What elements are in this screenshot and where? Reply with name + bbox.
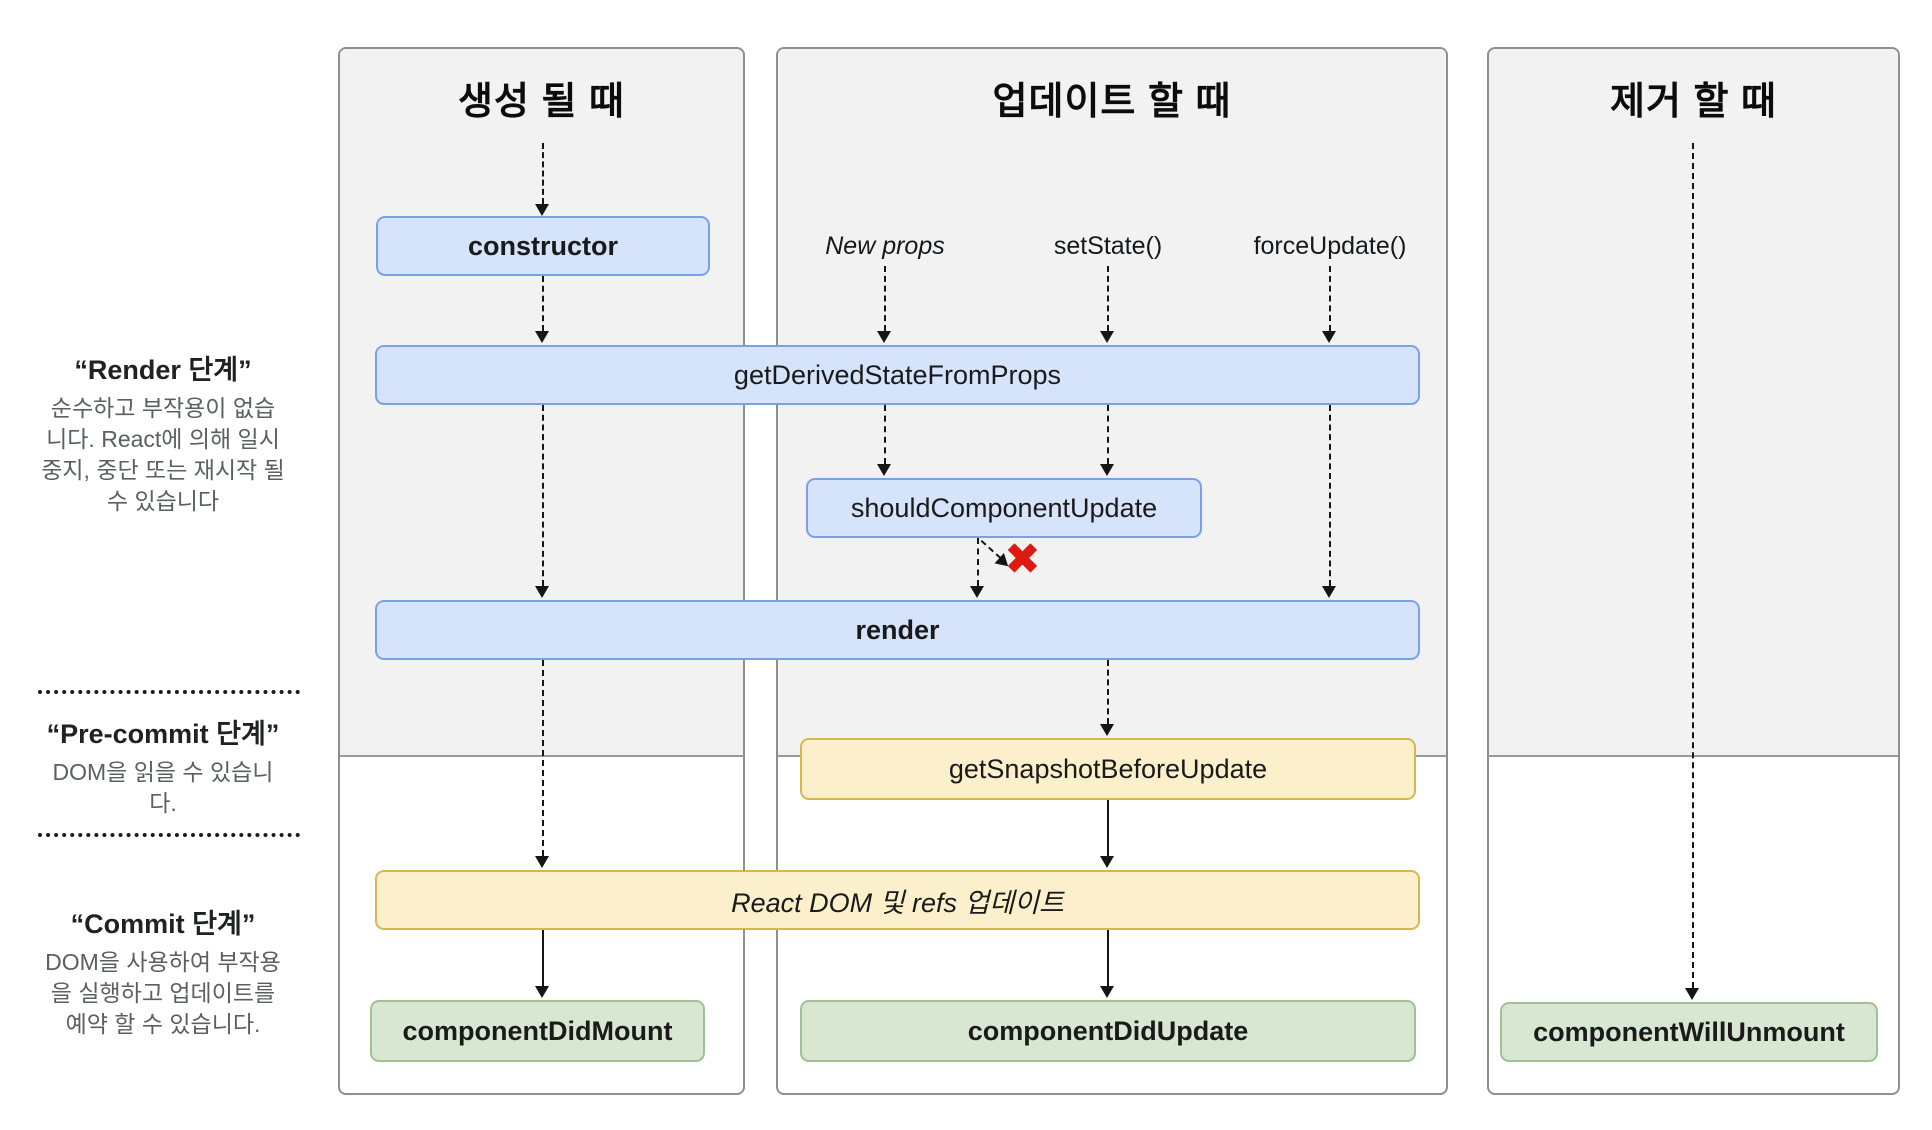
phase-title-commit: “Commit 단계” — [70, 909, 256, 939]
arrow-constructor-to-gdsfp — [535, 276, 550, 343]
arrow-unmount-to-cwu — [1685, 143, 1700, 1000]
phase-separator-bottom — [38, 833, 300, 837]
arrow-gdsfp-to-render-left — [535, 405, 550, 598]
node-get-derived-state-from-props: getDerivedStateFromProps — [375, 345, 1420, 405]
phase-body-commit: DOM을 사용하여 부작용 을 실행하고 업데이트를 예약 할 수 있습니다. — [45, 949, 281, 1037]
phase-title-precommit: “Pre-commit 단계” — [46, 719, 280, 749]
arrow-forceupdate-to-gdsfp — [1322, 266, 1337, 343]
node-render: render — [375, 600, 1420, 660]
node-component-did-mount: componentDidMount — [370, 1000, 705, 1062]
column-title-unmount: 제거 할 때 — [1610, 81, 1777, 123]
phase-body-precommit: DOM을 읽을 수 있습니 다. — [52, 759, 274, 816]
node-react-dom-update: React DOM 및 refs 업데이트 — [375, 870, 1420, 930]
node-get-snapshot-before-update: getSnapshotBeforeUpdate — [800, 738, 1416, 800]
trigger-new-props: New props — [825, 232, 945, 260]
panel-update — [776, 47, 1448, 1095]
node-constructor: constructor — [376, 216, 710, 276]
arrow-gdsfp-to-scu-right — [1100, 405, 1115, 476]
arrow-render-to-gsbu — [1100, 660, 1115, 736]
phase-title-render: “Render 단계” — [74, 355, 252, 385]
arrow-render-to-reactdom — [535, 660, 550, 868]
phase-separator-top — [38, 690, 300, 694]
arrow-mount-entry — [535, 143, 550, 216]
arrow-gdsfp-to-scu-left — [877, 405, 892, 476]
arrow-setstate-to-gdsfp — [1100, 266, 1115, 343]
arrow-forceupdate-to-render — [1322, 405, 1337, 598]
phase-body-render: 순수하고 부작용이 없습 니다. React에 의해 일시 중지, 중단 또는 … — [41, 395, 285, 514]
arrow-reactdom-to-cdm — [535, 930, 550, 998]
arrow-newprops-to-gdsfp — [877, 266, 892, 343]
column-title-mount: 생성 될 때 — [458, 81, 625, 123]
node-should-component-update: shouldComponentUpdate — [806, 478, 1202, 538]
arrow-gsbu-to-reactdom — [1100, 800, 1115, 868]
node-component-did-update: componentDidUpdate — [800, 1000, 1416, 1062]
trigger-force-update: forceUpdate() — [1253, 232, 1407, 260]
column-title-update: 업데이트 할 때 — [992, 81, 1232, 123]
arrow-scu-to-render — [970, 538, 985, 598]
node-component-will-unmount: componentWillUnmount — [1500, 1002, 1878, 1062]
trigger-set-state: setState() — [1053, 232, 1163, 260]
skip-render-x-icon: ✖ — [1004, 535, 1041, 584]
arrow-reactdom-to-cdu — [1100, 930, 1115, 998]
